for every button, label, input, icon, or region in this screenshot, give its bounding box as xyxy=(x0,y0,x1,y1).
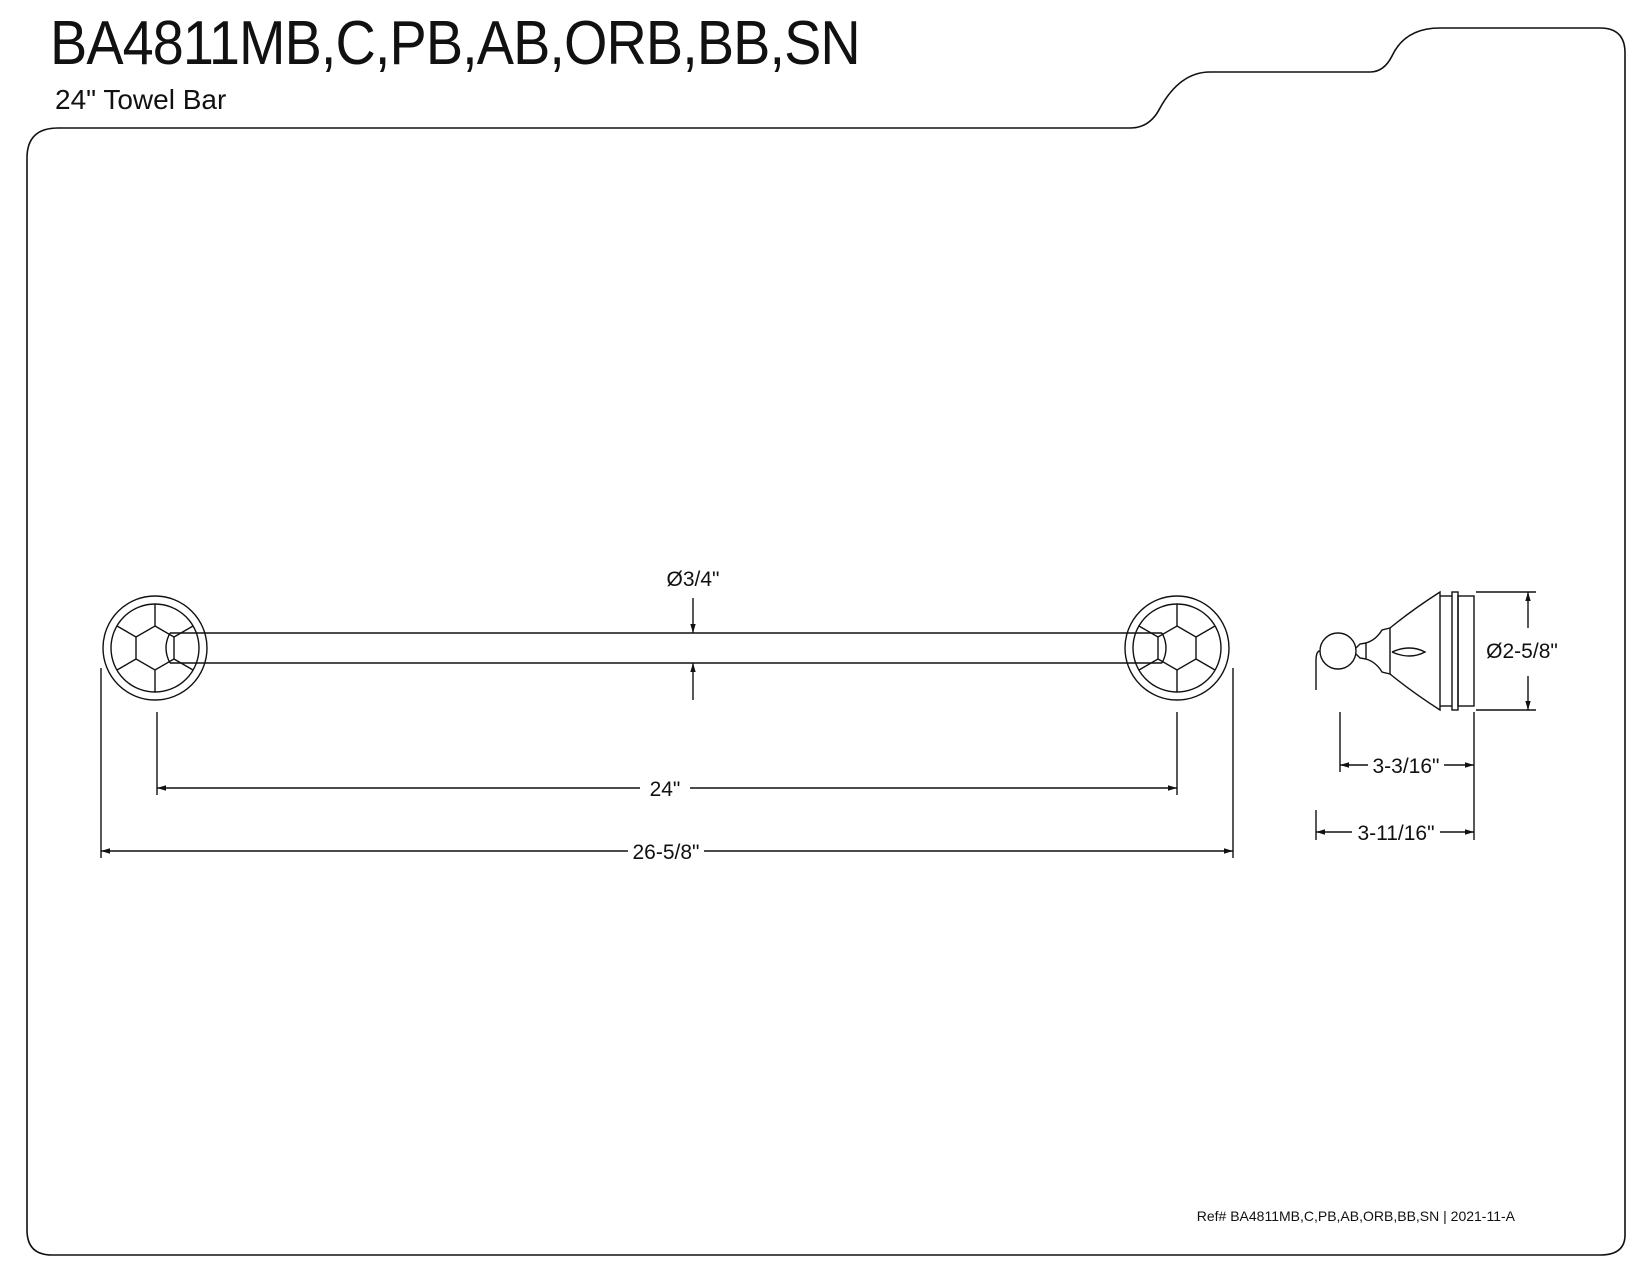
flange-diameter-label: Ø2-5/8" xyxy=(1486,640,1558,663)
overall-length-dimension xyxy=(100,668,1234,858)
product-subtitle: 24" Towel Bar xyxy=(55,84,227,115)
model-title: BA4811MB,C,PB,AB,ORB,BB,SN xyxy=(50,9,861,78)
reference-code: Ref# BA4811MB,C,PB,AB,ORB,BB,SN | 2021-1… xyxy=(1196,1208,1515,1224)
left-post-flange xyxy=(102,595,208,701)
overall-projection-label: 3-11/16" xyxy=(1357,822,1434,845)
post-spacing-dimension xyxy=(156,712,1178,795)
rod-diameter-label: Ø3/4" xyxy=(667,568,720,591)
projection-dimensions xyxy=(1315,712,1475,840)
sheet-border xyxy=(26,27,1626,1256)
right-post-flange xyxy=(1124,595,1230,701)
side-view-post xyxy=(1315,590,1475,712)
post-spacing-label: 24" xyxy=(650,778,681,801)
towel-rod xyxy=(165,632,1167,664)
flange-diameter-dimension xyxy=(1476,591,1536,711)
projection-to-rod-label: 3-3/16" xyxy=(1373,755,1440,778)
overall-length-label: 26-5/8" xyxy=(633,841,700,864)
